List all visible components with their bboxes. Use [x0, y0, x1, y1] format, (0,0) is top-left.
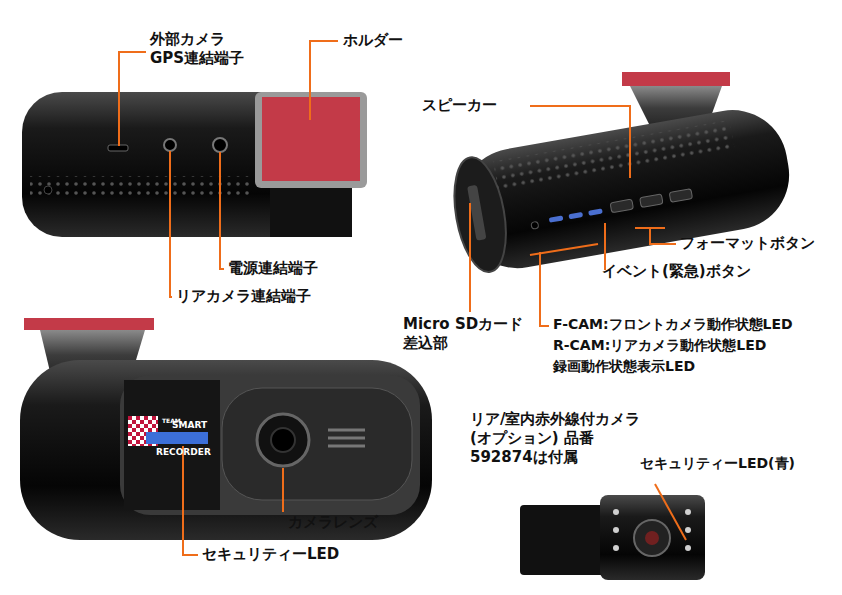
- leader-lines: [119, 41, 686, 555]
- rear-ir-camera: [520, 495, 705, 580]
- slot-label: Micro SDカード 差込部: [403, 315, 531, 353]
- button-label: フォーマットボタン: [680, 234, 815, 253]
- led-label: セキュリティーLED: [202, 545, 339, 564]
- led-label: 録画動作状態表示LED: [553, 358, 695, 376]
- port-label: 外部カメラ GPS連結端子: [150, 30, 265, 68]
- part-label: ホルダー: [343, 31, 403, 50]
- part-label: スピーカー: [422, 96, 497, 115]
- logo-text: SMART: [172, 421, 207, 430]
- part-label: カメラレンズ: [288, 513, 378, 532]
- button-label: イベント(緊急)ボタン: [602, 262, 751, 281]
- logo-text: RECORDER: [156, 448, 211, 457]
- led-label: セキュリティーLED(青): [640, 455, 795, 473]
- camera-front-view: [20, 318, 432, 540]
- led-label: R-CAM:リアカメラ動作状態LED: [553, 337, 766, 355]
- port-label: リアカメラ連結端子: [176, 287, 311, 306]
- camera-side-view: [22, 92, 367, 237]
- port-label: 電源連結端子: [228, 259, 318, 278]
- led-label: F-CAM:フロントカメラ動作状態LED: [553, 316, 793, 334]
